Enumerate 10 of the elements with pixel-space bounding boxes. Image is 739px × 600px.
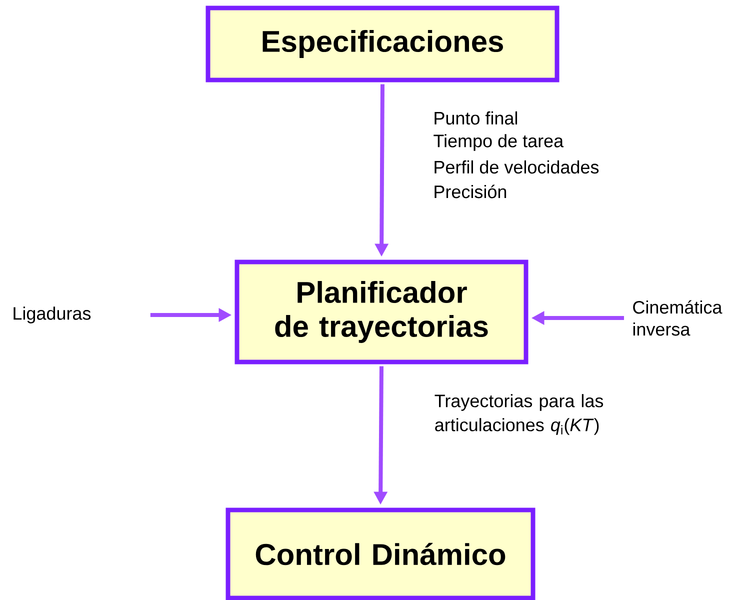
spec-label: Tiempo de tarea bbox=[434, 134, 564, 151]
spec-label: Perfil de velocidades bbox=[434, 160, 599, 174]
input-label: Cinemática inversa bbox=[633, 300, 722, 336]
input-label: Ligaduras bbox=[14, 306, 91, 324]
spec-label: Punto final bbox=[434, 111, 518, 125]
spec-label: Precisión bbox=[434, 184, 506, 198]
edge-label: Trayectorias para las articulaciones q$_{i}$(KT) bbox=[434, 394, 604, 435]
process-box: Control Dinámico bbox=[226, 508, 536, 600]
process-box: Planificador de trayectorias bbox=[234, 260, 528, 364]
process-box: Especificaciones bbox=[206, 6, 560, 82]
